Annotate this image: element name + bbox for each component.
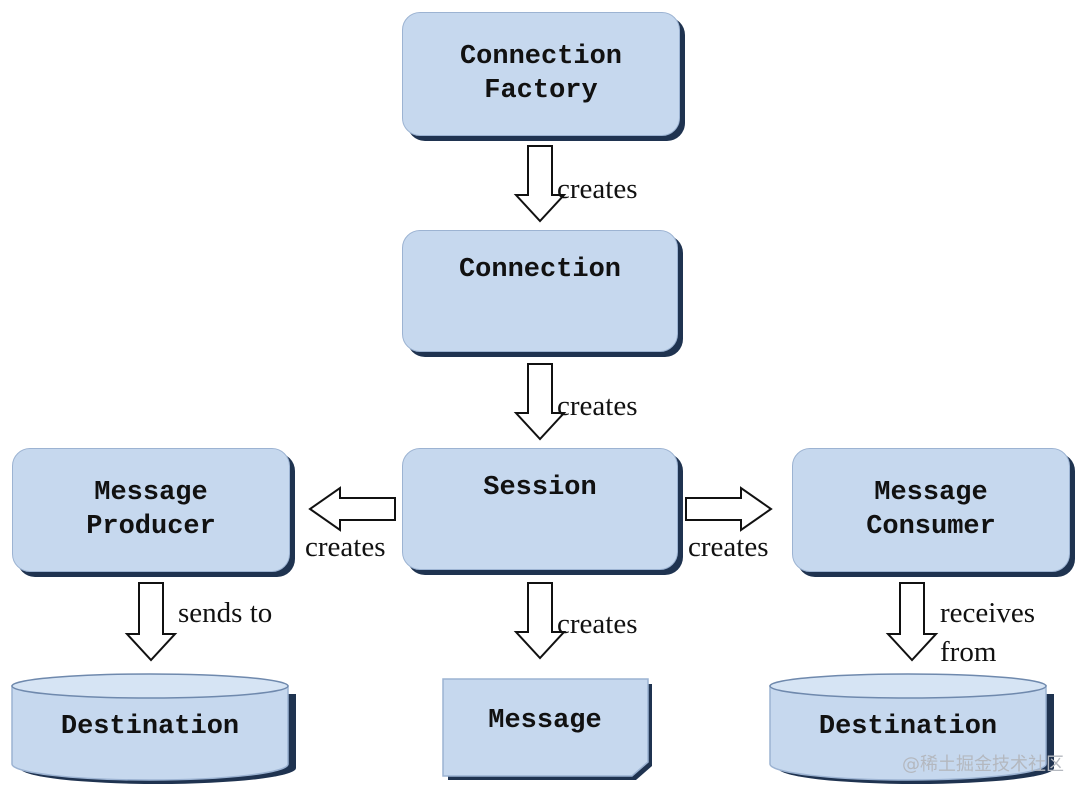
message-producer-line-1: Message xyxy=(94,478,208,508)
arrow-producer-to-destination xyxy=(124,582,178,662)
arrow-connection-to-session xyxy=(513,363,567,441)
message-label: Message xyxy=(488,706,602,736)
connection-node: Connection xyxy=(402,230,678,352)
destination-right-cylinder xyxy=(769,673,1054,784)
arrow-consumer-from-destination xyxy=(885,582,939,662)
label-connection-to-session: creates xyxy=(557,390,638,422)
label-consumer-from-destination-line-2: from xyxy=(940,636,997,668)
message-consumer-line-2: Consumer xyxy=(866,512,996,542)
message-producer-node: Message Producer xyxy=(12,448,290,572)
label-producer-to-destination: sends to xyxy=(178,597,273,629)
connection-factory-line-2: Factory xyxy=(484,76,598,106)
message-producer-line-2: Producer xyxy=(86,512,216,542)
session-line-1: Session xyxy=(483,473,597,503)
label-session-to-producer: creates xyxy=(305,531,386,563)
arrow-session-to-consumer xyxy=(685,486,773,532)
connection-factory-node: Connection Factory xyxy=(402,12,680,136)
message-consumer-line-1: Message xyxy=(874,478,988,508)
watermark-text: @稀土掘金技术社区 xyxy=(902,754,1064,775)
label-session-to-message: creates xyxy=(557,608,638,640)
connection-line-1: Connection xyxy=(458,255,622,285)
connection-factory-line-1: Connection xyxy=(459,42,623,72)
arrow-session-to-message xyxy=(513,582,567,660)
destination-left-cylinder xyxy=(11,673,296,784)
message-consumer-node: Message Consumer xyxy=(792,448,1070,572)
destination-right-label: Destination xyxy=(818,712,998,742)
arrow-session-to-producer xyxy=(308,486,396,532)
destination-left-label: Destination xyxy=(60,712,240,742)
label-session-to-consumer: creates xyxy=(688,531,769,563)
label-consumer-from-destination-line-1: receives xyxy=(940,597,1035,629)
arrow-factory-to-connection xyxy=(513,145,567,223)
label-factory-to-connection: creates xyxy=(557,173,638,205)
message-document-shape xyxy=(442,678,652,780)
session-node: Session xyxy=(402,448,678,570)
